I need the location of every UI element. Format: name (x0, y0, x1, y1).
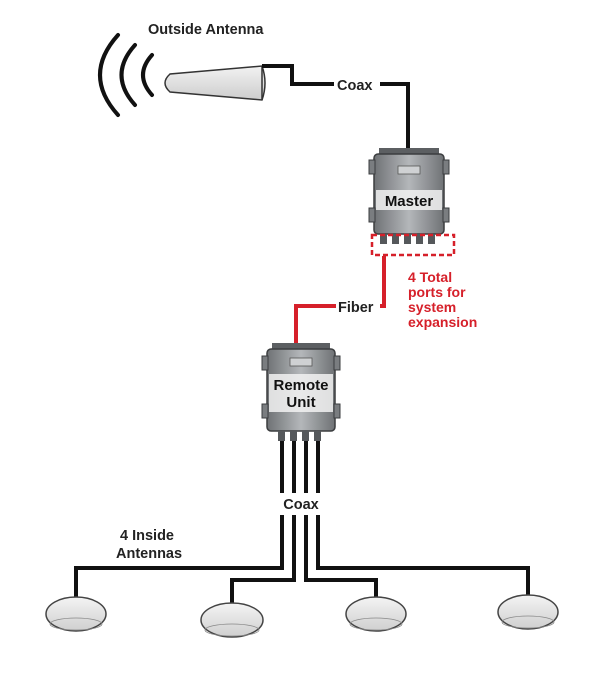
coax-bottom-label: Coax (283, 497, 318, 513)
inside-antennas-label-line-1: 4 Inside (120, 528, 174, 544)
remote-label-line-2: Unit (286, 394, 315, 411)
inside-antenna-icon (497, 594, 559, 630)
coax-bottom-label-bg (278, 493, 326, 515)
expansion-line-2: ports for (408, 284, 466, 300)
coax-cable-top-2 (380, 82, 410, 150)
master-unit-icon (368, 148, 450, 244)
coax-cables-bottom (74, 441, 530, 605)
signal-waves-icon (98, 33, 154, 117)
coax-top-label: Coax (337, 78, 372, 94)
inside-antennas-label-line-2: Antennas (116, 546, 182, 562)
master-label: Master (385, 193, 434, 210)
inside-antenna-icon (345, 596, 407, 632)
fiber-cable (380, 256, 386, 308)
expansion-line-4: expansion (408, 314, 477, 330)
fiber-cable-2 (294, 304, 336, 346)
fiber-label: Fiber (338, 300, 374, 316)
inside-antenna-icon (200, 602, 264, 638)
expansion-ports-highlight (370, 233, 456, 257)
inside-antenna-icon (45, 596, 107, 632)
remote-unit-icon (261, 343, 341, 441)
outside-antenna-label: Outside Antenna (148, 22, 264, 38)
outside-antenna-icon (164, 65, 266, 101)
expansion-line-1: 4 Total (408, 269, 452, 285)
expansion-line-3: system (408, 299, 456, 315)
remote-label-line-1: Remote (273, 377, 328, 394)
coax-cable-top (262, 64, 334, 86)
